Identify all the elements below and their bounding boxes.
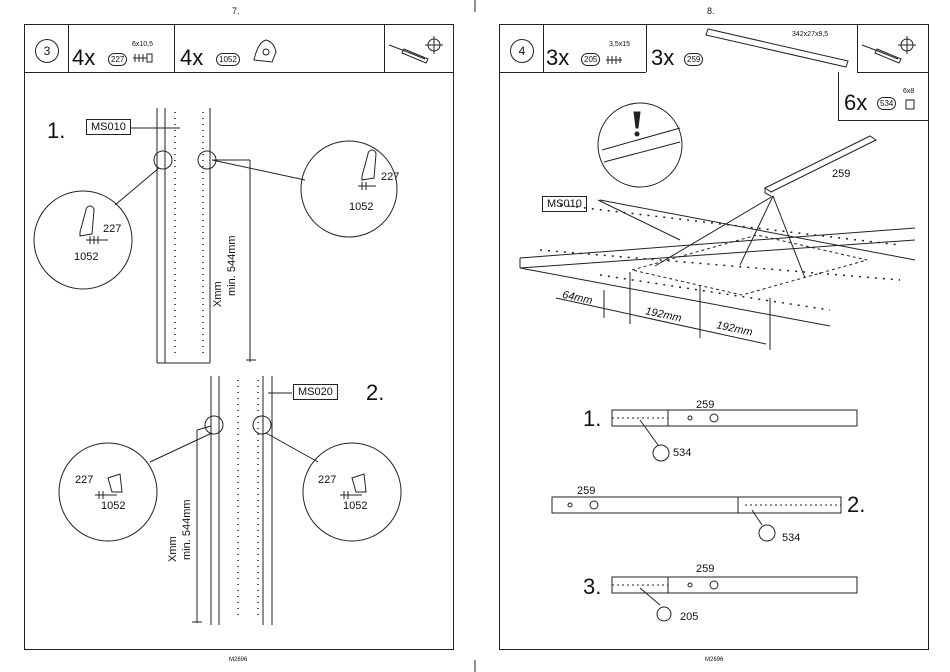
sub-step-1-number: 1. xyxy=(47,118,65,144)
rail-step-2-part: 259 xyxy=(577,485,595,497)
qty-259: 3x xyxy=(651,45,674,71)
right-page-frame xyxy=(499,24,929,650)
label-ms010-right: MS010 xyxy=(542,196,587,212)
dim-min-2: min. 544mm xyxy=(181,499,193,560)
part-259-label: 259 xyxy=(684,53,703,66)
rail-part-number: 259 xyxy=(832,168,850,180)
callout-right-1052b: 1052 xyxy=(343,500,367,512)
dim-min-1: min. 544mm xyxy=(226,235,238,296)
rail-step-3-screw: 205 xyxy=(680,611,698,623)
step-number-right: 4 xyxy=(510,39,534,63)
qty-534: 6x xyxy=(844,90,867,116)
callout-right-227b: 227 xyxy=(318,474,336,486)
size-227: 6x10,5 xyxy=(132,41,153,48)
qty-205: 3x xyxy=(546,45,569,71)
callout-left-1052a: 1052 xyxy=(74,251,98,263)
label-ms020: MS020 xyxy=(293,384,338,400)
rail-step-1-number: 1. xyxy=(583,406,601,432)
rail-step-3-number: 3. xyxy=(583,574,601,600)
label-ms010-left: MS010 xyxy=(86,119,131,135)
page-number-left: 7. xyxy=(232,6,240,16)
rail-step-2-number: 2. xyxy=(847,492,865,518)
rail-step-1-screw: 534 xyxy=(673,447,691,459)
dim-x-1: Xmm xyxy=(212,281,224,307)
dim-x-2: Xmm xyxy=(167,536,179,562)
footer-code-right: M2696 xyxy=(705,657,723,663)
rail-step-2-screw: 534 xyxy=(782,532,800,544)
callout-right-1052a: 1052 xyxy=(349,201,373,213)
part-227-label: 227 xyxy=(108,53,127,66)
page-number-right: 8. xyxy=(707,6,715,16)
left-page-frame xyxy=(24,24,454,650)
part-1052-label: 1052 xyxy=(216,53,240,66)
callout-left-1052b: 1052 xyxy=(101,500,125,512)
size-259: 342x27x9,5 xyxy=(792,31,828,38)
footer-code-left: M2696 xyxy=(229,657,247,663)
size-534: 6x8 xyxy=(903,88,914,95)
callout-left-227b: 227 xyxy=(75,474,93,486)
step-number-left: 3 xyxy=(35,39,59,63)
part-534-label: 534 xyxy=(877,97,896,110)
qty-227: 4x xyxy=(72,45,95,71)
rail-step-1-part: 259 xyxy=(696,399,714,411)
callout-right-227a: 227 xyxy=(381,171,399,183)
size-205: 3,5x15 xyxy=(609,41,630,48)
rail-step-3-part: 259 xyxy=(696,563,714,575)
part-205-label: 205 xyxy=(581,53,600,66)
sub-step-2-number: 2. xyxy=(366,380,384,406)
qty-1052: 4x xyxy=(180,45,203,71)
callout-left-227a: 227 xyxy=(103,223,121,235)
